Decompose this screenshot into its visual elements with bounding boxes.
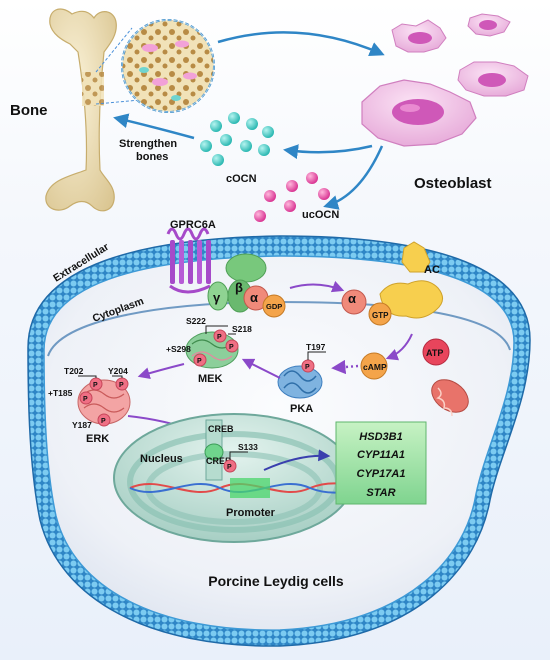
osteoblast-to-ucocn-arrow	[323, 145, 384, 210]
mek-label: MEK	[198, 373, 223, 385]
mitochondrion	[431, 379, 469, 417]
bone-magnified-view	[121, 19, 215, 113]
mek-to-erk-arrow	[137, 363, 185, 379]
gdp-label: GDP	[266, 302, 282, 311]
mek-phospho-p2: P	[229, 344, 234, 351]
pka-to-mek-arrow	[241, 358, 281, 379]
cocn-molecules	[200, 112, 274, 166]
pka-label: PKA	[290, 403, 313, 415]
pka-protein	[277, 359, 323, 399]
gprc6a-label: GPRC6A	[170, 219, 216, 231]
erk-phospho-p3: P	[83, 396, 88, 403]
alpha-label-1: α	[250, 290, 258, 305]
adenylyl-cyclase	[379, 241, 443, 319]
osteoblast-cells: Osteoblast	[361, 13, 529, 192]
cocn-label: cOCN	[226, 173, 257, 185]
ucocn-molecules	[254, 172, 330, 222]
gene-item: STAR	[366, 487, 395, 499]
gene-item: HSD3B1	[359, 431, 402, 443]
alpha-label-2: α	[348, 291, 356, 306]
s133-label: S133	[238, 442, 258, 452]
beta-label: β	[235, 280, 243, 295]
y204-label: Y204	[108, 366, 128, 376]
camp-to-pka-arrow	[331, 359, 359, 375]
promoter-label: Promoter	[226, 507, 276, 519]
gene-item: CYP11A1	[357, 449, 405, 461]
erk-phospho-p4: P	[101, 418, 106, 425]
erk-phospho-p1: P	[93, 382, 98, 389]
bone-to-osteoblast-arrow	[217, 31, 385, 57]
strengthen-line1: Strengthen	[119, 138, 177, 150]
ac-label: AC	[424, 264, 440, 276]
bone-label: Bone	[10, 102, 48, 119]
mek-phospho-p3: P	[197, 358, 202, 365]
gtp-molecule	[368, 302, 392, 326]
creb-phospho-p: P	[227, 464, 232, 471]
y187-label: Y187	[72, 420, 92, 430]
creb-top-label: CREB	[208, 424, 234, 434]
nucleus-label: Nucleus	[140, 453, 183, 465]
atp-molecule	[422, 338, 450, 366]
bone-shape	[45, 8, 117, 212]
s222-label: S222	[186, 316, 206, 326]
s218-label: S218	[232, 324, 252, 334]
erk-phospho-p2: P	[119, 382, 124, 389]
cell-title-label: Porcine Leydig cells	[208, 573, 344, 589]
ucocn-label: ucOCN	[302, 209, 339, 221]
gamma-label: γ	[213, 290, 221, 305]
gene-item: CYP17A1	[357, 468, 406, 480]
atp-label: ATP	[426, 348, 443, 358]
g-alpha-subunit	[341, 289, 367, 315]
t185-label: +T185	[48, 388, 73, 398]
g-protein-activation-arrow	[289, 280, 345, 293]
creb-protein-top	[204, 443, 224, 461]
creb-to-genes-arrow	[263, 449, 331, 471]
target-genes-box: HSD3B1 CYP11A1 CYP17A1 STAR	[335, 421, 427, 505]
creb-bottom-label: CREB	[206, 456, 232, 466]
s298-label: +S298	[166, 344, 191, 354]
t197-label: T197	[306, 342, 326, 352]
gprc6a-receptor	[166, 227, 211, 294]
mek-phospho-p1: P	[217, 334, 222, 341]
bone-trabecular-region	[82, 72, 104, 106]
camp-molecule	[360, 352, 388, 380]
erk-protein	[77, 377, 131, 427]
osteoblast-label: Osteoblast	[414, 175, 492, 192]
strengthen-line2: bones	[136, 151, 168, 163]
gtp-label: GTP	[372, 311, 389, 320]
cocn-to-bone-arrow	[113, 113, 195, 140]
mek-protein	[185, 329, 239, 369]
erk-label: ERK	[86, 433, 109, 445]
t202-label: T202	[64, 366, 84, 376]
ac-to-camp-arrow	[385, 333, 413, 361]
camp-label: cAMP	[363, 362, 387, 372]
osteoblast-to-cocn-arrow	[283, 144, 373, 160]
bone-illustration: Bone	[10, 8, 215, 212]
pka-phospho-p: P	[305, 364, 310, 371]
g-protein-complex	[207, 253, 286, 318]
